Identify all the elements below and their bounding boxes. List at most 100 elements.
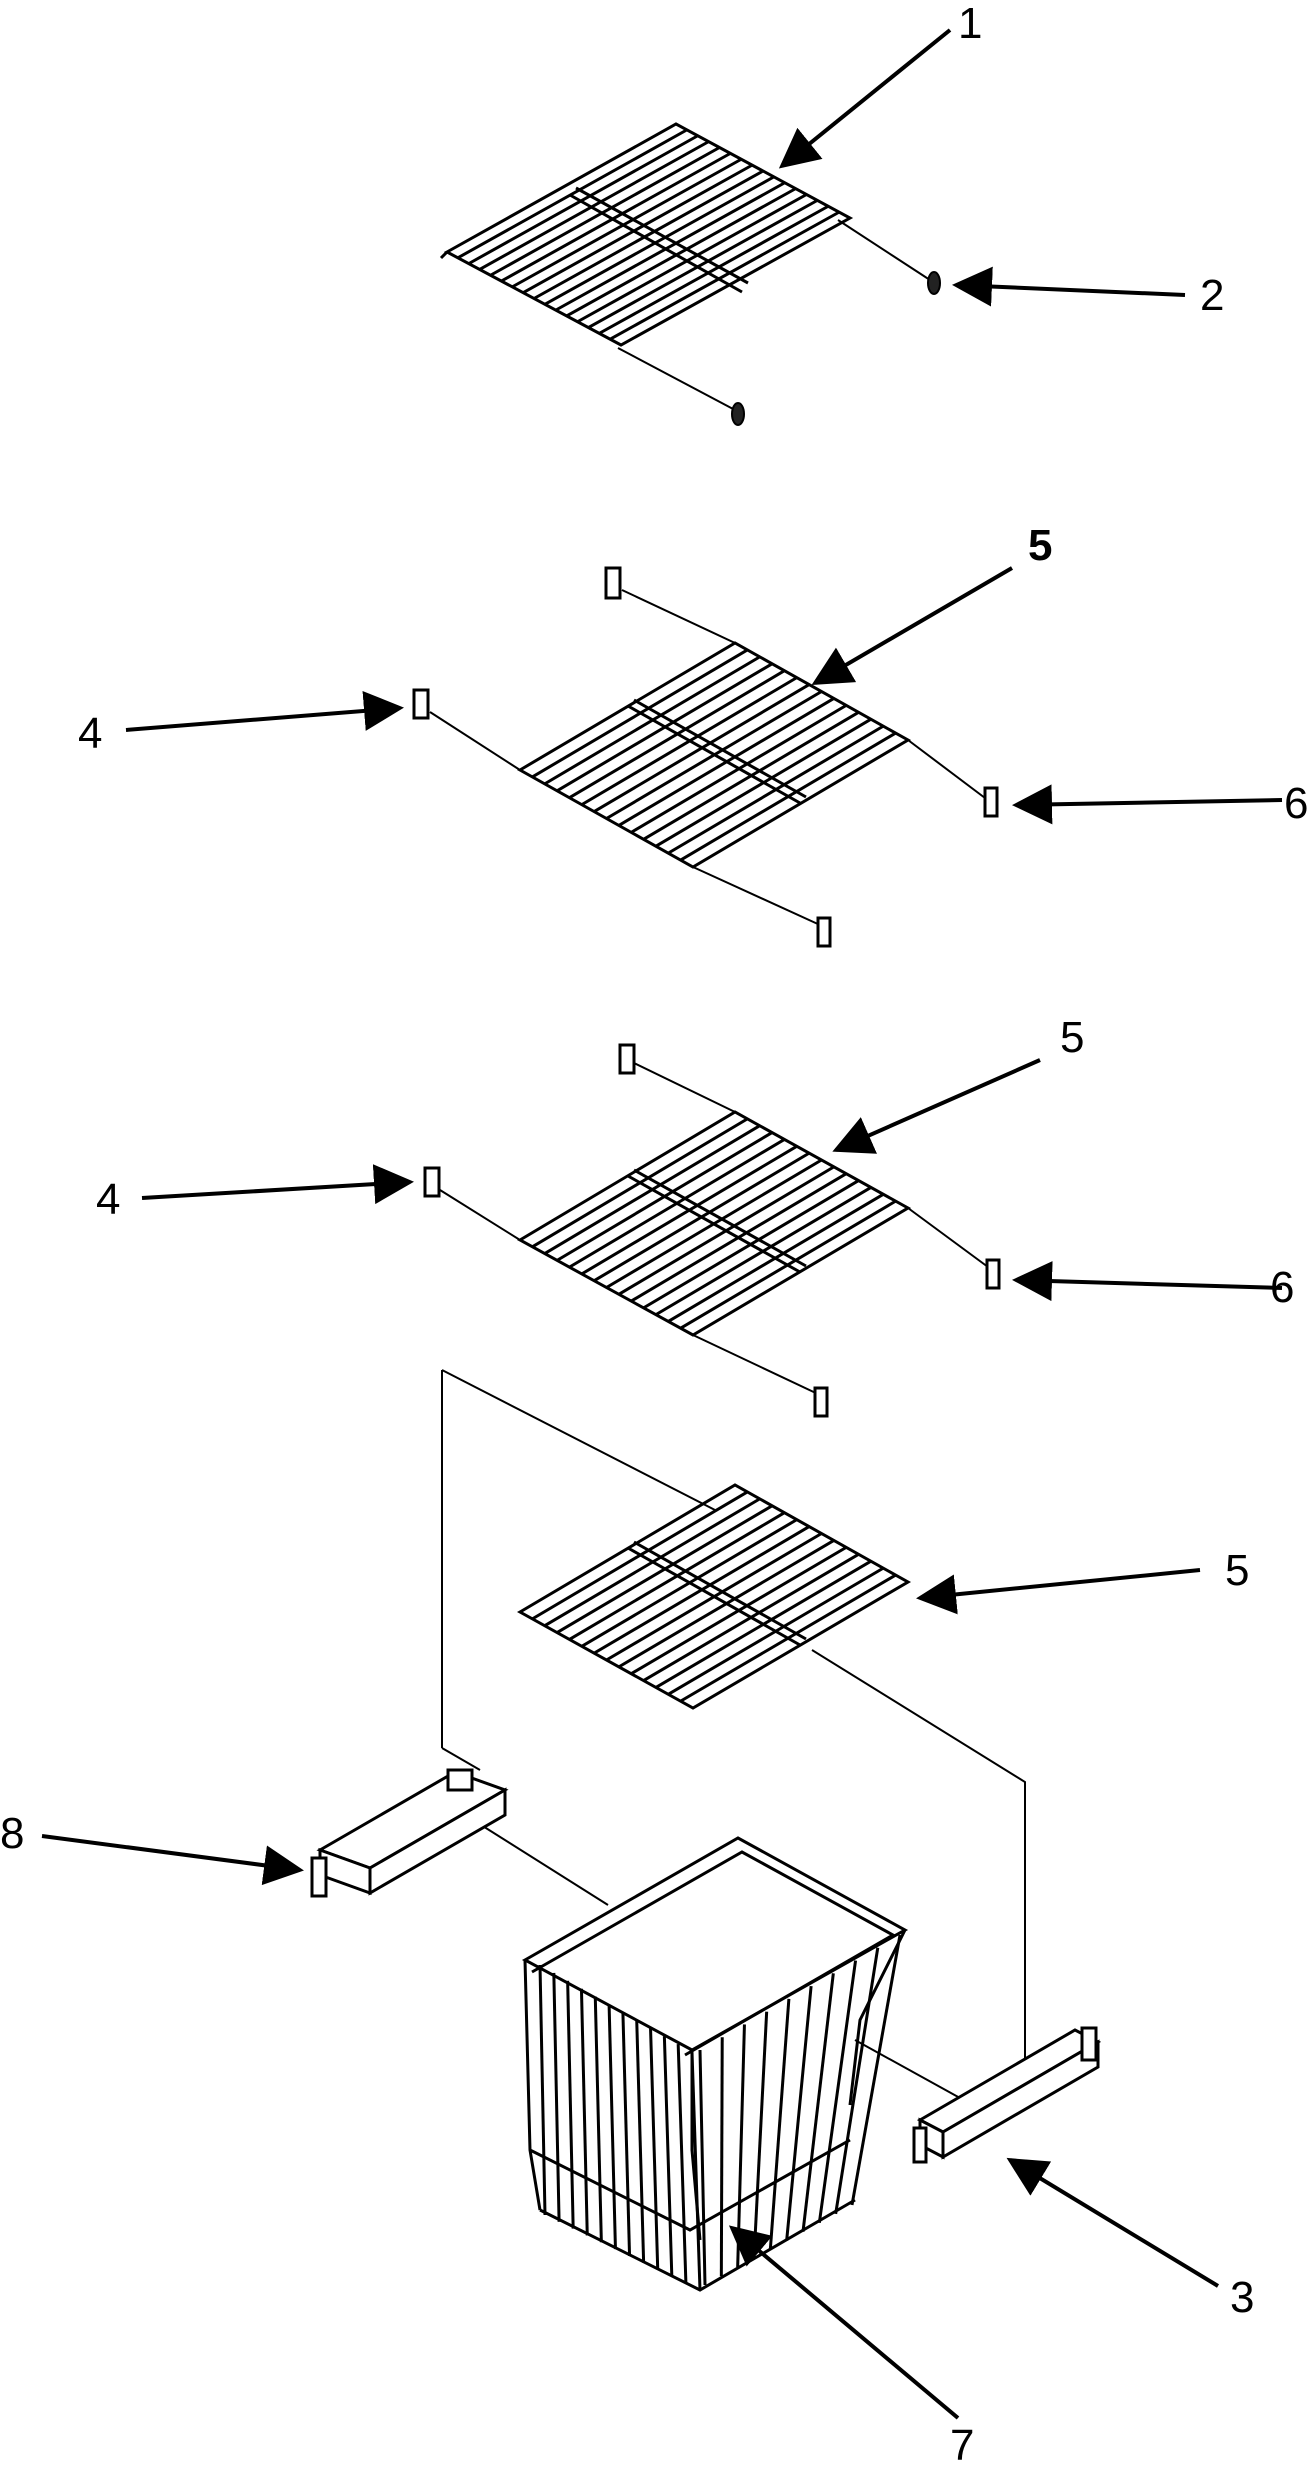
shelf-wire [630, 1172, 847, 1303]
shelf-wire [581, 1518, 798, 1648]
shelf-wire [655, 717, 872, 848]
shelf-wire [605, 1532, 823, 1662]
shelf-wire [500, 152, 732, 283]
basket-support-left-8 [310, 1768, 509, 1898]
callout-6b: 6 [1270, 1263, 1294, 1312]
callout-4b: 4 [96, 1175, 120, 1224]
shelf-5b [439, 1061, 989, 1396]
shelf-wire [679, 1199, 897, 1330]
shelf-support-bottom-b [813, 1386, 829, 1418]
basket-wire [834, 1947, 880, 2215]
basket-wire [621, 2012, 632, 2256]
shelf-wire [511, 157, 742, 289]
callout-5b: 5 [1060, 1013, 1084, 1062]
assembly-guide-lines [441, 1369, 1026, 2100]
shelf-wire [609, 210, 840, 341]
shelf-wire [618, 1165, 835, 1296]
shelf-wire [543, 655, 761, 786]
shelf-support-clip-2b [731, 402, 745, 426]
shelf-wire [489, 146, 721, 277]
shelf-wire [457, 128, 688, 260]
shelf-support-4b [423, 1166, 441, 1198]
shelf-5c [516, 1483, 912, 1710]
shelf-wire [543, 1124, 761, 1255]
basket-wire [607, 2004, 617, 2250]
callout-5c: 5 [1225, 1546, 1249, 1595]
shelf-5a [429, 589, 986, 926]
shelf-wire [522, 163, 753, 294]
shelf-wire [630, 1546, 847, 1676]
shelf-wire [679, 731, 897, 862]
basket-wire [662, 2036, 674, 2277]
shelf-support-top-a [604, 566, 622, 600]
callout-5a: 5 [1028, 521, 1052, 570]
basket-wire [785, 1985, 813, 2241]
shelf-support-6a [983, 786, 999, 818]
callout-1: 1 [958, 0, 982, 48]
shelf-wire [642, 1179, 860, 1310]
shelf-wire [468, 134, 699, 265]
shelf-wire [568, 669, 786, 800]
shelf-wire [478, 140, 710, 271]
basket-wire [538, 1964, 547, 2216]
callout-4a: 4 [78, 709, 102, 758]
shelf-wire [544, 175, 775, 306]
shelf-wire [533, 169, 764, 300]
shelf-wire [565, 187, 797, 318]
shelf-wire [555, 181, 786, 312]
shelf-wire [593, 1151, 810, 1283]
shelf-wire [531, 1490, 749, 1621]
basket-wire [593, 1996, 603, 2243]
basket-wire [768, 1998, 791, 2250]
shelf-wire [605, 690, 823, 820]
shelf-wire [587, 199, 819, 329]
shelf-wire [598, 204, 829, 335]
basket-wire [552, 1972, 561, 2222]
shelf-wire [593, 683, 810, 813]
basket-wire [635, 2020, 646, 2263]
basket-support-right-3 [912, 2026, 1102, 2164]
shelf-wire [618, 697, 835, 827]
shelf-wire [679, 1573, 897, 1703]
basket-wire [676, 2044, 688, 2284]
callout-3: 3 [1230, 2273, 1254, 2322]
shelf-1 [439, 122, 931, 411]
shelf-wire [568, 1138, 786, 1269]
basket-wire [817, 1960, 858, 2223]
callout-6a: 6 [1284, 779, 1308, 828]
shelf-wire [543, 1497, 761, 1628]
shelf-wire [531, 648, 749, 779]
shelf-wire [667, 1566, 885, 1696]
shelf-wire [655, 1559, 872, 1689]
basket-wire [850, 1934, 902, 2206]
basket-wire [736, 2024, 746, 2268]
shelf-wire [642, 710, 860, 841]
basket-wire [698, 2049, 707, 2286]
callout-8: 8 [0, 1809, 24, 1858]
shelf-wire [576, 193, 808, 324]
basket-wire [752, 2011, 769, 2259]
shelf-wire [593, 1525, 810, 1655]
leader-arrows [41, 28, 1283, 2420]
wire-basket-7 [521, 1836, 909, 2292]
shelf-wire [531, 1117, 749, 1249]
shelf-support-clip-2a [927, 271, 941, 295]
shelf-wire [667, 1192, 885, 1323]
basket-wire [719, 2037, 724, 2277]
callout-7: 7 [950, 2421, 974, 2466]
basket-wire [649, 2028, 660, 2270]
shelf-wire [556, 1131, 773, 1262]
shelf-wire [642, 1552, 860, 1682]
shelf-support-4a [412, 688, 430, 720]
shelf-wire [605, 1158, 823, 1289]
basket-wire [566, 1980, 575, 2229]
shelf-wire [618, 1539, 835, 1669]
basket-wire [579, 1988, 589, 2236]
shelf-wire [581, 676, 798, 806]
shelf-wire [655, 1186, 872, 1316]
shelf-wire [556, 662, 773, 793]
basket-wire [690, 2051, 702, 2291]
shelf-wire [568, 1511, 786, 1641]
basket-wire [801, 1973, 835, 2232]
